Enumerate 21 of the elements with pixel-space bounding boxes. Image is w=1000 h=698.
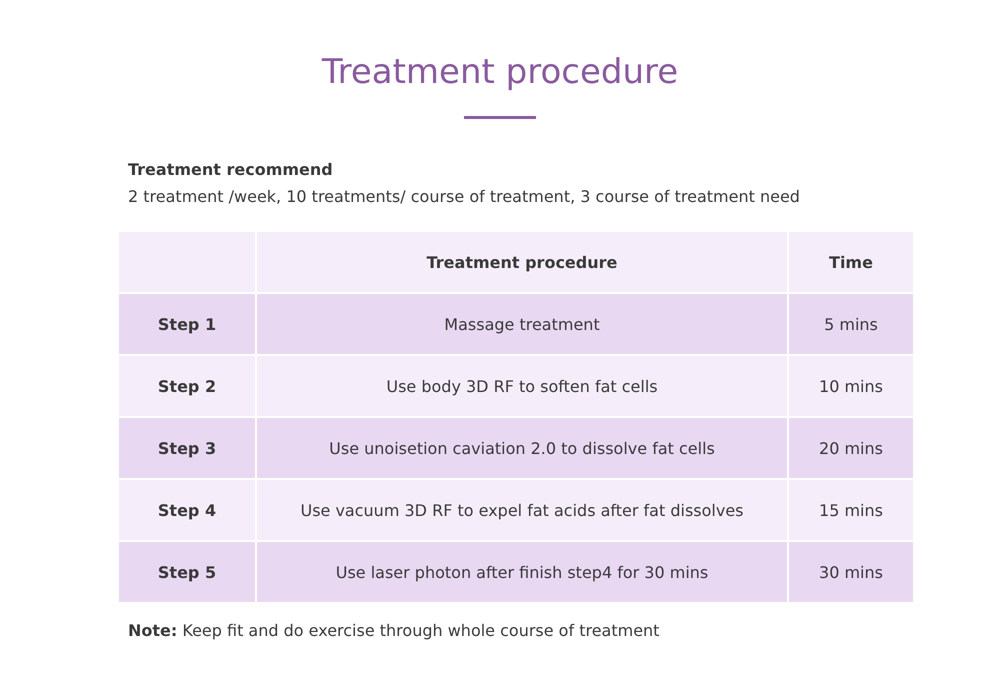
step-cell: Step 4 bbox=[118, 479, 256, 541]
procedure-cell: Use unoisetion caviation 2.0 to dissolve fat cells bbox=[256, 417, 788, 479]
step-cell: Step 1 bbox=[118, 293, 256, 355]
time-cell: 10 mins bbox=[788, 355, 914, 417]
time-cell: 5 mins bbox=[788, 293, 914, 355]
procedure-cell: Use body 3D RF to soften fat cells bbox=[256, 355, 788, 417]
procedure-cell: Use laser photon after finish step4 for 30 mins bbox=[256, 541, 788, 603]
section-heading: Treatment recommend bbox=[128, 160, 333, 179]
header-cell: Time bbox=[788, 231, 914, 293]
recommendation-text: 2 treatment /week, 10 treatments/ course of treatment, 3 course of treatment need bbox=[128, 187, 800, 206]
time-cell: 15 mins bbox=[788, 479, 914, 541]
step-cell: Step 5 bbox=[118, 541, 256, 603]
step-cell: Step 3 bbox=[118, 417, 256, 479]
note-text: Note: Keep fit and do exercise through whole course of treatment bbox=[128, 621, 660, 640]
title: Treatment procedure bbox=[320, 52, 680, 92]
procedure-cell: Use vacuum 3D RF to expel fat acids after fat dissolves bbox=[256, 479, 788, 541]
procedure-cell: Massage treatment bbox=[256, 293, 788, 355]
time-cell: 30 mins bbox=[788, 541, 914, 603]
header-cell: Treatment procedure bbox=[256, 231, 788, 293]
time-cell: 20 mins bbox=[788, 417, 914, 479]
step-cell: Step 2 bbox=[118, 355, 256, 417]
